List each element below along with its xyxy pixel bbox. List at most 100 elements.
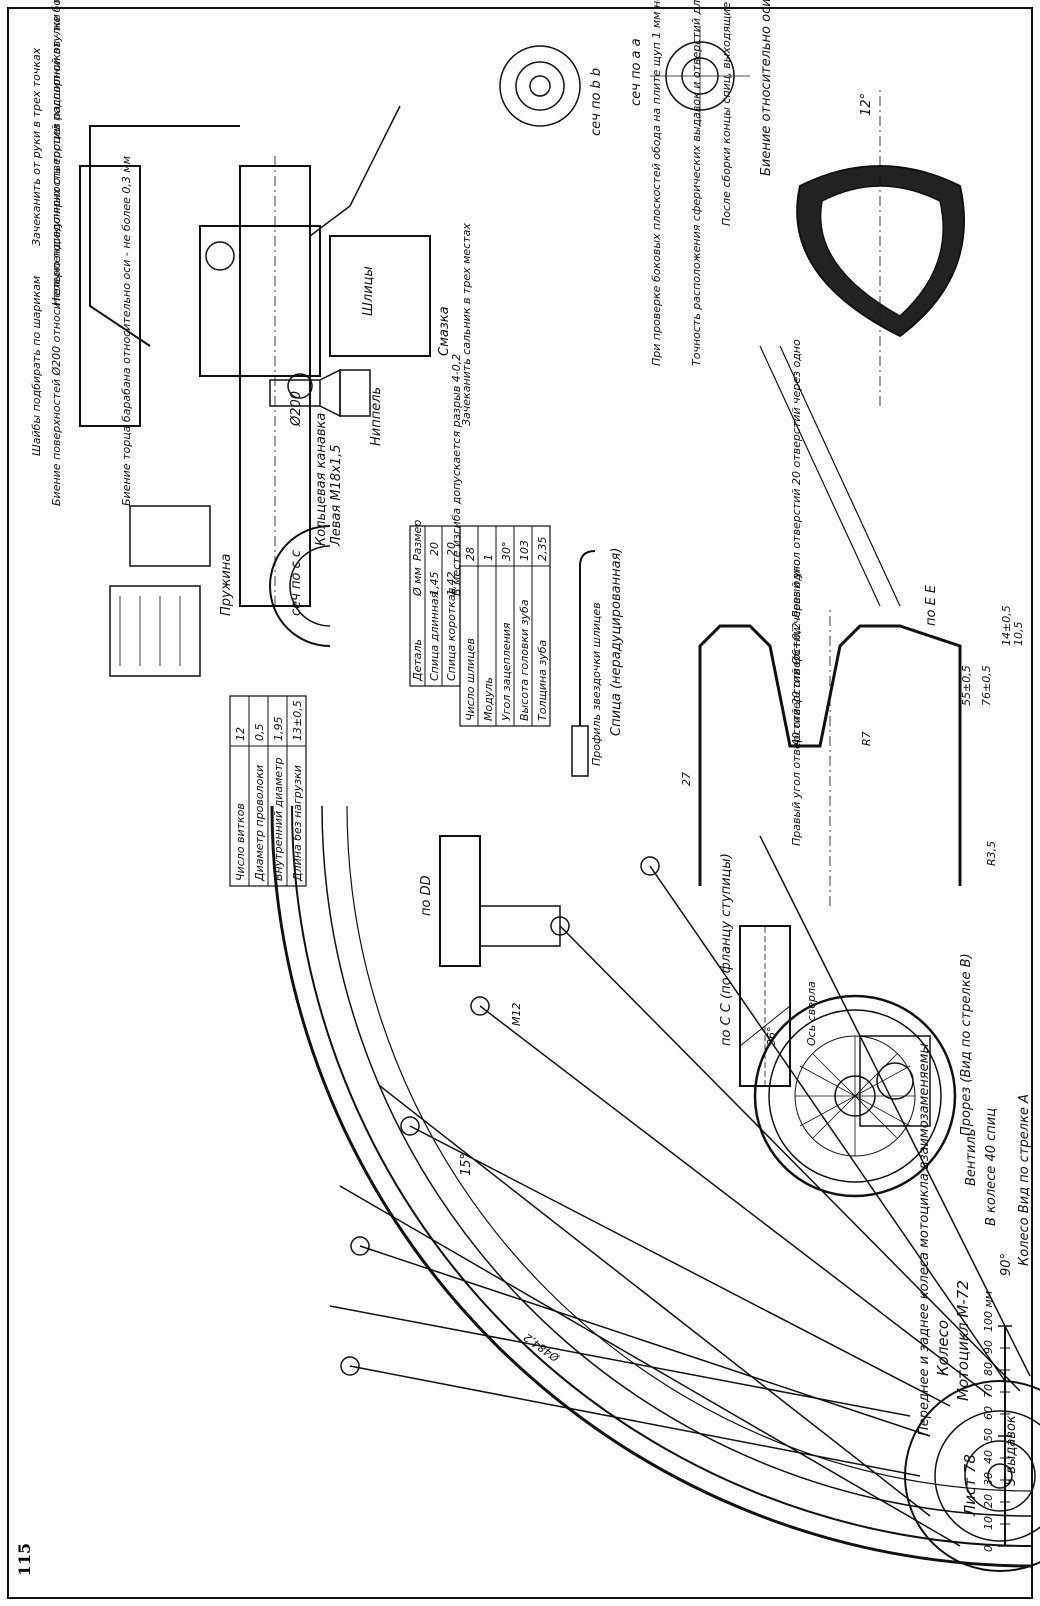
drill-axis-label: Ось сверла — [805, 981, 818, 1046]
nipple-label: Ниппель — [369, 387, 384, 446]
scale-10: 10 — [982, 1516, 995, 1530]
scale-40: 40 — [982, 1450, 995, 1464]
sheet-number: Лист 78 — [961, 1454, 979, 1517]
sprocket-r3c1: 103 — [518, 540, 531, 561]
right-angle-note: Правый угол отверстий 20 отверстий через… — [790, 559, 803, 846]
hub-diameter: Ø200 — [289, 391, 304, 427]
section-ee — [698, 606, 962, 906]
butt-runout-note: Неперпендикулярность торцев распорной вт… — [50, 0, 63, 306]
spoke-table-r1c0: Спица короткая — [445, 587, 458, 681]
spring-r1c0: Диаметр проволоки — [253, 765, 266, 882]
spoke-label: Спица (нерадуцированная) — [609, 548, 624, 736]
scale-80: 80 — [982, 1362, 995, 1376]
spokes-count: В колесе 40 спиц — [984, 1108, 999, 1226]
section-aa — [650, 26, 750, 126]
left-thread-label: Левая М18х1,5 — [329, 445, 344, 547]
dim-76: 76±0,5 — [980, 665, 993, 706]
after-assembly-note: После сборки концы спиц, выходящие за пр… — [720, 0, 733, 226]
angle-90-label: 90° — [999, 1253, 1014, 1276]
nipple-detail — [269, 368, 371, 418]
spring-r3c0: Длина без нагрузки — [291, 765, 304, 882]
hub-assembly — [79, 105, 431, 607]
stud-weld-note: Зачеканить сальник в трех местах — [460, 223, 473, 426]
section-dd-label: по DD — [419, 875, 434, 916]
dim-27: 27 — [680, 772, 693, 786]
sprocket-r3c0: Высота головки зуба — [518, 599, 531, 721]
angle-12-label: 12° — [859, 93, 874, 116]
dim-10-5: 10,5 — [1012, 622, 1025, 647]
spoke-detail — [571, 550, 596, 777]
slot-view — [859, 1035, 931, 1127]
section-bb — [499, 45, 581, 127]
angle-15-label: 15° — [459, 1153, 474, 1176]
hole-accuracy-note: Точность расположения сферических выдаво… — [690, 0, 703, 366]
scale-20: 20 — [982, 1494, 995, 1508]
scale-70: 70 — [982, 1384, 995, 1398]
scale-0: 0 — [982, 1545, 995, 1552]
grease-fitting — [109, 585, 201, 677]
sprocket-r1c1: 1 — [482, 554, 495, 561]
page-number-text: 115 — [15, 1542, 35, 1577]
section-ee-label: по Е Е — [924, 584, 939, 626]
sprocket-table: Число шлицев 28 Модуль 1 Угол зацепления… — [459, 525, 551, 727]
spoke-table-h2: Размер — [411, 520, 424, 561]
side-runout-note: Биение торца барабана относительно оси -… — [120, 156, 133, 506]
spoke-table-r1c1: 1,42 — [445, 572, 458, 597]
angle-36-label: 36° — [765, 1027, 778, 1047]
spring-table: Число витков 12 Диаметр проволоки 0,5 Вн… — [229, 695, 307, 887]
scale-30: 30 — [982, 1472, 995, 1486]
dim-m12: М12 — [510, 1003, 523, 1027]
section-aa-label: сеч по а а — [629, 38, 644, 106]
sprocket-r2c1: 30° — [500, 542, 513, 562]
spoke-table-r1c2: 20 — [445, 542, 458, 556]
scale-60: 60 — [982, 1406, 995, 1420]
spoke-table-h1: Ø мм — [411, 567, 424, 597]
spring-r2c0: Внутренний диаметр — [272, 757, 285, 881]
spring-r0c0: Число витков — [234, 803, 247, 881]
bearing-runout-note: Биение поверхностей Ø200 относительно по… — [50, 0, 63, 506]
dim-r35: R3,5 — [985, 841, 998, 866]
section-c — [269, 525, 331, 647]
scale-100: 100 мм — [982, 1291, 995, 1332]
spring-r2c1: 1,95 — [272, 717, 285, 742]
bend-note: В месте изгиба допускается разрыв 4-0,2 — [450, 354, 463, 596]
title-part: Колесо — [934, 1320, 952, 1376]
page-number: 115 — [8, 1543, 48, 1590]
scale-90: 90 — [982, 1340, 995, 1354]
section-cc — [739, 925, 791, 1087]
section-bb-label: сеч по b b — [589, 68, 604, 136]
spoke-table-r0c1: 1,45 — [428, 572, 441, 597]
washer-note: Шайбы подбирать по шарикам — [30, 276, 43, 456]
holes-40-note: 40 отверстий Ø6+0,2 Левый угол отверстий… — [790, 339, 803, 746]
runout-note: Биение относительно оси - не более 1,5 м… — [759, 0, 774, 176]
sprocket-r4c1: 2,35 — [536, 537, 549, 562]
scale-50: 50 — [982, 1428, 995, 1442]
spring-r1c1: 0,5 — [253, 724, 266, 742]
dim-55: 55±0,5 — [960, 665, 973, 706]
spring-r0c1: 12 — [234, 727, 247, 741]
scale-bar — [998, 1325, 1012, 1547]
sprocket-r2c0: Угол зацепления — [500, 622, 513, 721]
sheet-border — [7, 7, 1033, 1599]
five-dimples: 5 выдавок — [1004, 1415, 1019, 1486]
section-c-label: сеч по с с — [289, 550, 304, 616]
dim-r7: R7 — [860, 731, 873, 746]
flat-check-note: При проверке боковых плоскостей обода на… — [650, 0, 663, 366]
small-wheel-view — [753, 994, 957, 1198]
spoke-table-r0c2: 20 — [428, 542, 441, 556]
wheel-view — [270, 805, 1040, 1572]
sprocket-r0c1: 28 — [464, 547, 477, 561]
spring-r3c1: 13±0,5 — [291, 700, 304, 741]
sprocket-profile-label: Профиль звездочки шлицев — [590, 602, 603, 766]
sprocket-r0c0: Число шлицев — [464, 638, 477, 721]
tire-section — [759, 86, 965, 607]
spoke-table-h0: Деталь — [411, 639, 424, 682]
sprocket-r4c0: Толщина зуба — [536, 639, 549, 721]
title-machine: Мотоцикл М-72 — [954, 1280, 972, 1401]
section-cc-label: по С С (по фланцу ступицы) — [719, 853, 734, 1046]
sprocket-r1c0: Модуль — [482, 677, 495, 721]
section-dd — [439, 835, 561, 967]
